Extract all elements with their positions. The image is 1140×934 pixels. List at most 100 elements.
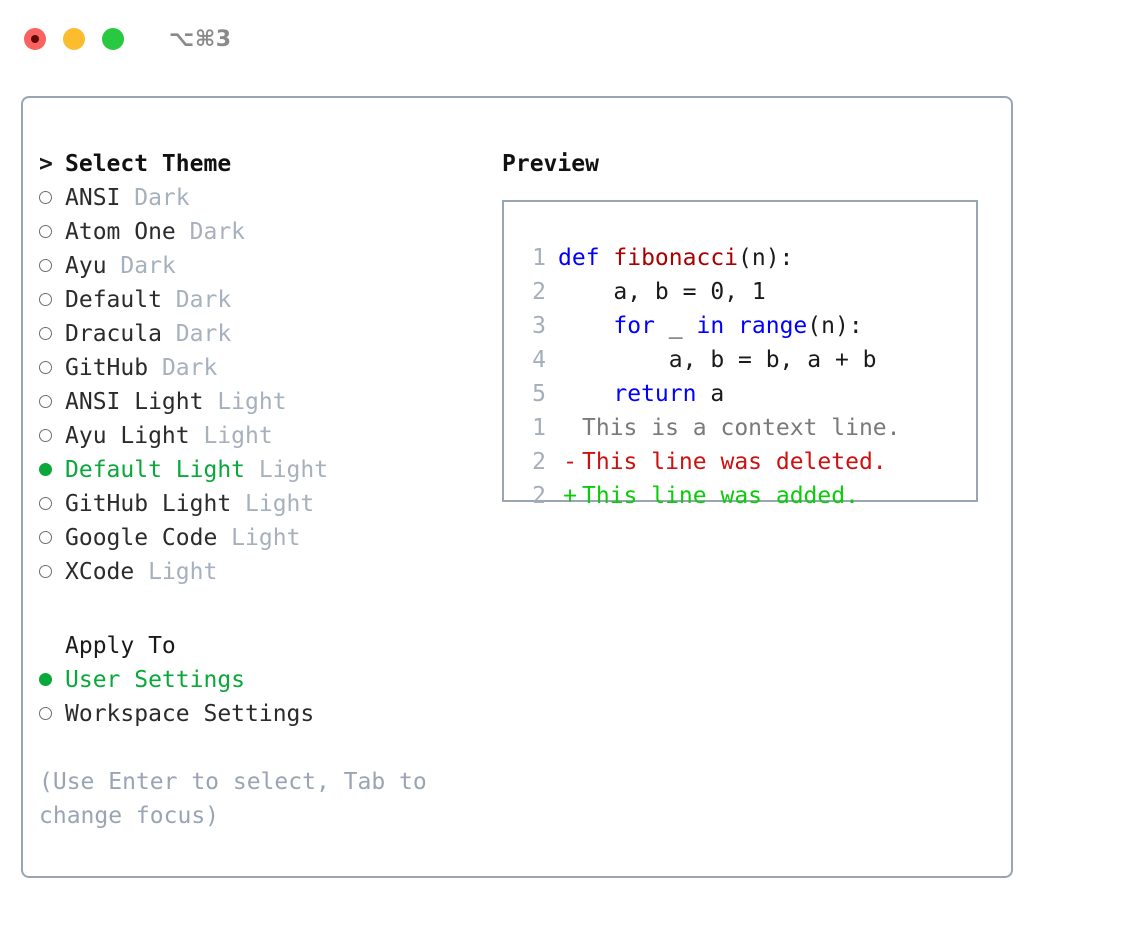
radio-unselected-icon[interactable] [39,283,65,317]
radio-unselected-icon[interactable] [39,555,65,589]
apply-to-header: Apply To [39,629,499,663]
code-line-text: def fibonacci(n): [558,241,793,275]
maximize-button[interactable] [102,28,124,50]
theme-option-row[interactable]: Atom One Dark [39,215,499,249]
code-line-number: 4 [532,347,546,373]
radio-unselected-icon[interactable] [39,181,65,215]
code-line-text: for _ in range(n): [558,309,863,343]
theme-option-name: GitHub [65,355,149,381]
code-line: 5 return a [520,377,968,411]
code-token-plain: a, b = b, a + b [558,347,877,373]
theme-option-kind: Dark [120,185,190,211]
radio-dot [39,531,52,544]
code-token-plain: (n): [738,245,794,271]
close-button[interactable] [24,28,46,50]
radio-dot [39,463,52,476]
code-line-number: 5 [532,381,546,407]
theme-option-name: Ayu [65,253,107,279]
theme-option-row[interactable]: ANSI Light Light [39,385,499,419]
window-controls [24,28,124,50]
diff-line-number: 2 [532,449,546,475]
code-token-plain [724,313,738,339]
radio-unselected-icon[interactable] [39,249,65,283]
radio-dot [39,707,52,720]
diff-sample: 1 This is a context line.2-This line was… [520,411,968,513]
diff-line-text: This line was deleted. [582,449,887,475]
theme-option-row[interactable]: GitHub Light Light [39,487,499,521]
radio-unselected-icon[interactable] [39,385,65,419]
radio-selected-icon[interactable] [39,663,65,697]
code-line-number: 3 [532,313,546,339]
radio-unselected-icon[interactable] [39,697,65,731]
radio-unselected-icon[interactable] [39,521,65,555]
theme-option-kind: Light [217,525,301,551]
diff-line: 2-This line was deleted. [520,445,968,479]
theme-option-kind: Light [189,423,273,449]
radio-dot [39,429,52,442]
section-title-select-theme: Select Theme [65,151,232,177]
theme-option-row[interactable]: Default Dark [39,283,499,317]
minimize-button[interactable] [63,28,85,50]
apply-to-option-label: User Settings [65,667,246,693]
radio-selected-icon[interactable] [39,453,65,487]
radio-dot [39,259,52,272]
theme-option-kind: Dark [148,355,218,381]
theme-option-row[interactable]: Dracula Dark [39,317,499,351]
code-token-kw: def [558,245,614,271]
radio-unselected-icon[interactable] [39,317,65,351]
radio-dot [39,395,52,408]
theme-list-header: > Select Theme [39,147,499,181]
theme-option-name: Google Code [65,525,218,551]
theme-option-name: Dracula [65,321,162,347]
theme-option-name: Default [65,287,162,313]
radio-unselected-icon[interactable] [39,351,65,385]
theme-option-row[interactable]: Default Light Light [39,453,499,487]
diff-line-text: This is a context line. [582,415,901,441]
diff-line-number: 1 [532,415,546,441]
apply-to-option-row[interactable]: User Settings [39,663,499,697]
radio-dot [39,673,52,686]
caret-icon: > [39,151,53,177]
code-line: 4 a, b = b, a + b [520,343,968,377]
theme-option-row[interactable]: Ayu Dark [39,249,499,283]
code-token-kw: for [613,313,655,339]
code-line: 3 for _ in range(n): [520,309,968,343]
radio-dot [39,191,52,204]
diff-marker: + [563,483,577,509]
theme-option-row[interactable]: Google Code Light [39,521,499,555]
diff-line: 1 This is a context line. [520,411,968,445]
radio-unselected-icon[interactable] [39,215,65,249]
preview-title: Preview [502,151,599,177]
radio-dot [39,225,52,238]
theme-option-kind: Dark [175,219,246,245]
code-line: 2 a, b = 0, 1 [520,275,968,309]
theme-option-kind: Light [203,389,287,415]
code-token-plain: (n): [807,313,863,339]
theme-option-name: Ayu Light [65,423,190,449]
diff-marker: - [563,449,577,475]
theme-option-row[interactable]: Ayu Light Light [39,419,499,453]
theme-option-name: XCode [65,559,135,585]
theme-option-row[interactable]: ANSI Dark [39,181,499,215]
radio-unselected-icon[interactable] [39,419,65,453]
radio-unselected-icon[interactable] [39,487,65,521]
code-line-text: return a [558,377,724,411]
theme-option-row[interactable]: GitHub Dark [39,351,499,385]
code-token-plain: a, b = 0, 1 [558,279,766,305]
theme-option-name: Default Light [65,457,246,483]
theme-option-row[interactable]: XCode Light [39,555,499,589]
apply-to-option-row[interactable]: Workspace Settings [39,697,499,731]
radio-dot [39,497,52,510]
code-line-text: a, b = 0, 1 [558,275,766,309]
apply-to-option-label: Workspace Settings [65,701,315,727]
section-title-apply-to: Apply To [65,633,176,659]
